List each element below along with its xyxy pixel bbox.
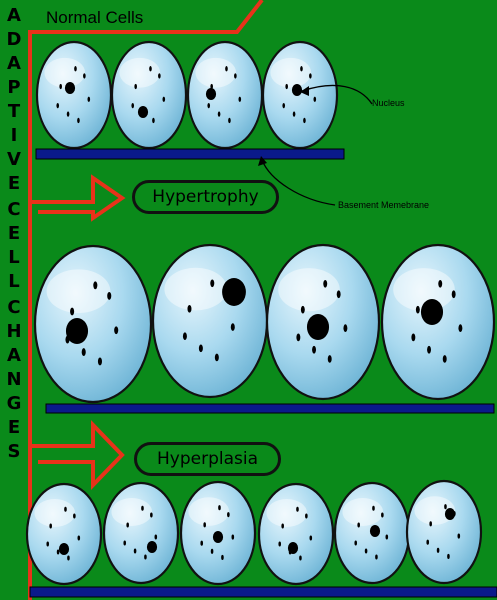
nucleus xyxy=(444,508,456,520)
nucleus-label: Nucleus xyxy=(372,98,405,108)
side-title-letter: G xyxy=(6,393,22,414)
nucleus xyxy=(205,88,217,100)
cell xyxy=(186,40,264,150)
side-title-letter: E xyxy=(7,173,21,194)
membrane-pointer xyxy=(261,159,336,206)
side-title-letter: C xyxy=(7,199,21,220)
cell xyxy=(405,479,483,585)
hyperplasia-stage-label: Hyperplasia xyxy=(134,442,281,476)
side-title-letter: P xyxy=(7,77,21,98)
cell xyxy=(102,481,180,585)
side-title-letter: A xyxy=(7,53,21,74)
hypertrophy-cells-row xyxy=(33,243,496,404)
nucleus xyxy=(65,318,89,344)
cell xyxy=(151,243,269,399)
hyperplasia-cells-row xyxy=(25,479,483,586)
side-title-letter: E xyxy=(7,417,21,438)
cell xyxy=(265,243,381,401)
basement-membrane-hypertrophy xyxy=(45,403,495,414)
hypertrophy-arrow xyxy=(30,174,126,222)
cell xyxy=(33,244,153,404)
side-title-letter: I xyxy=(10,125,18,146)
nucleus xyxy=(58,543,70,555)
nucleus xyxy=(291,84,303,96)
nucleus xyxy=(64,82,76,94)
normal-cells-row xyxy=(35,40,339,150)
basement-membrane-hyperplasia xyxy=(29,586,497,598)
nucleus-pointer-arrowhead xyxy=(300,86,309,96)
flow-arrows xyxy=(28,0,264,600)
nucleus xyxy=(369,525,381,537)
cell xyxy=(25,482,103,586)
side-title-letter: V xyxy=(7,149,21,170)
side-title-letter: S xyxy=(7,441,21,462)
side-title-letter: E xyxy=(7,223,21,244)
side-title-letter: A xyxy=(7,345,21,366)
basement-membrane-normal xyxy=(35,148,345,160)
cell xyxy=(261,40,339,150)
cell xyxy=(179,480,257,586)
membrane-pointer-arrowhead xyxy=(258,156,267,166)
nucleus xyxy=(212,531,224,543)
nucleus xyxy=(306,314,330,340)
normal-cells-title: Normal Cells xyxy=(46,8,144,27)
side-title-letter: D xyxy=(6,29,22,50)
side-title-letter: T xyxy=(7,101,21,122)
nucleus xyxy=(420,299,444,325)
cell xyxy=(257,482,335,586)
basement-membrane-label: Basement Memebrane xyxy=(338,200,430,210)
side-title-letter: L xyxy=(8,271,20,292)
side-title-letter: C xyxy=(7,297,21,318)
hypertrophy-stage-label: Hypertrophy xyxy=(132,180,279,214)
cell xyxy=(333,481,411,585)
cell xyxy=(35,40,113,150)
side-title-letter: L xyxy=(8,247,20,268)
cell xyxy=(110,40,188,150)
annotation-pointers xyxy=(261,84,373,206)
nucleus xyxy=(146,541,158,553)
nucleus-pointer xyxy=(301,84,373,105)
top-bracket-arrow xyxy=(28,0,264,600)
side-title-letter: H xyxy=(6,321,22,342)
hyperplasia-arrow xyxy=(30,420,125,490)
nucleus xyxy=(222,278,246,306)
cell xyxy=(380,243,496,401)
side-title-letter: N xyxy=(6,369,22,390)
side-title-letter: A xyxy=(7,5,21,26)
